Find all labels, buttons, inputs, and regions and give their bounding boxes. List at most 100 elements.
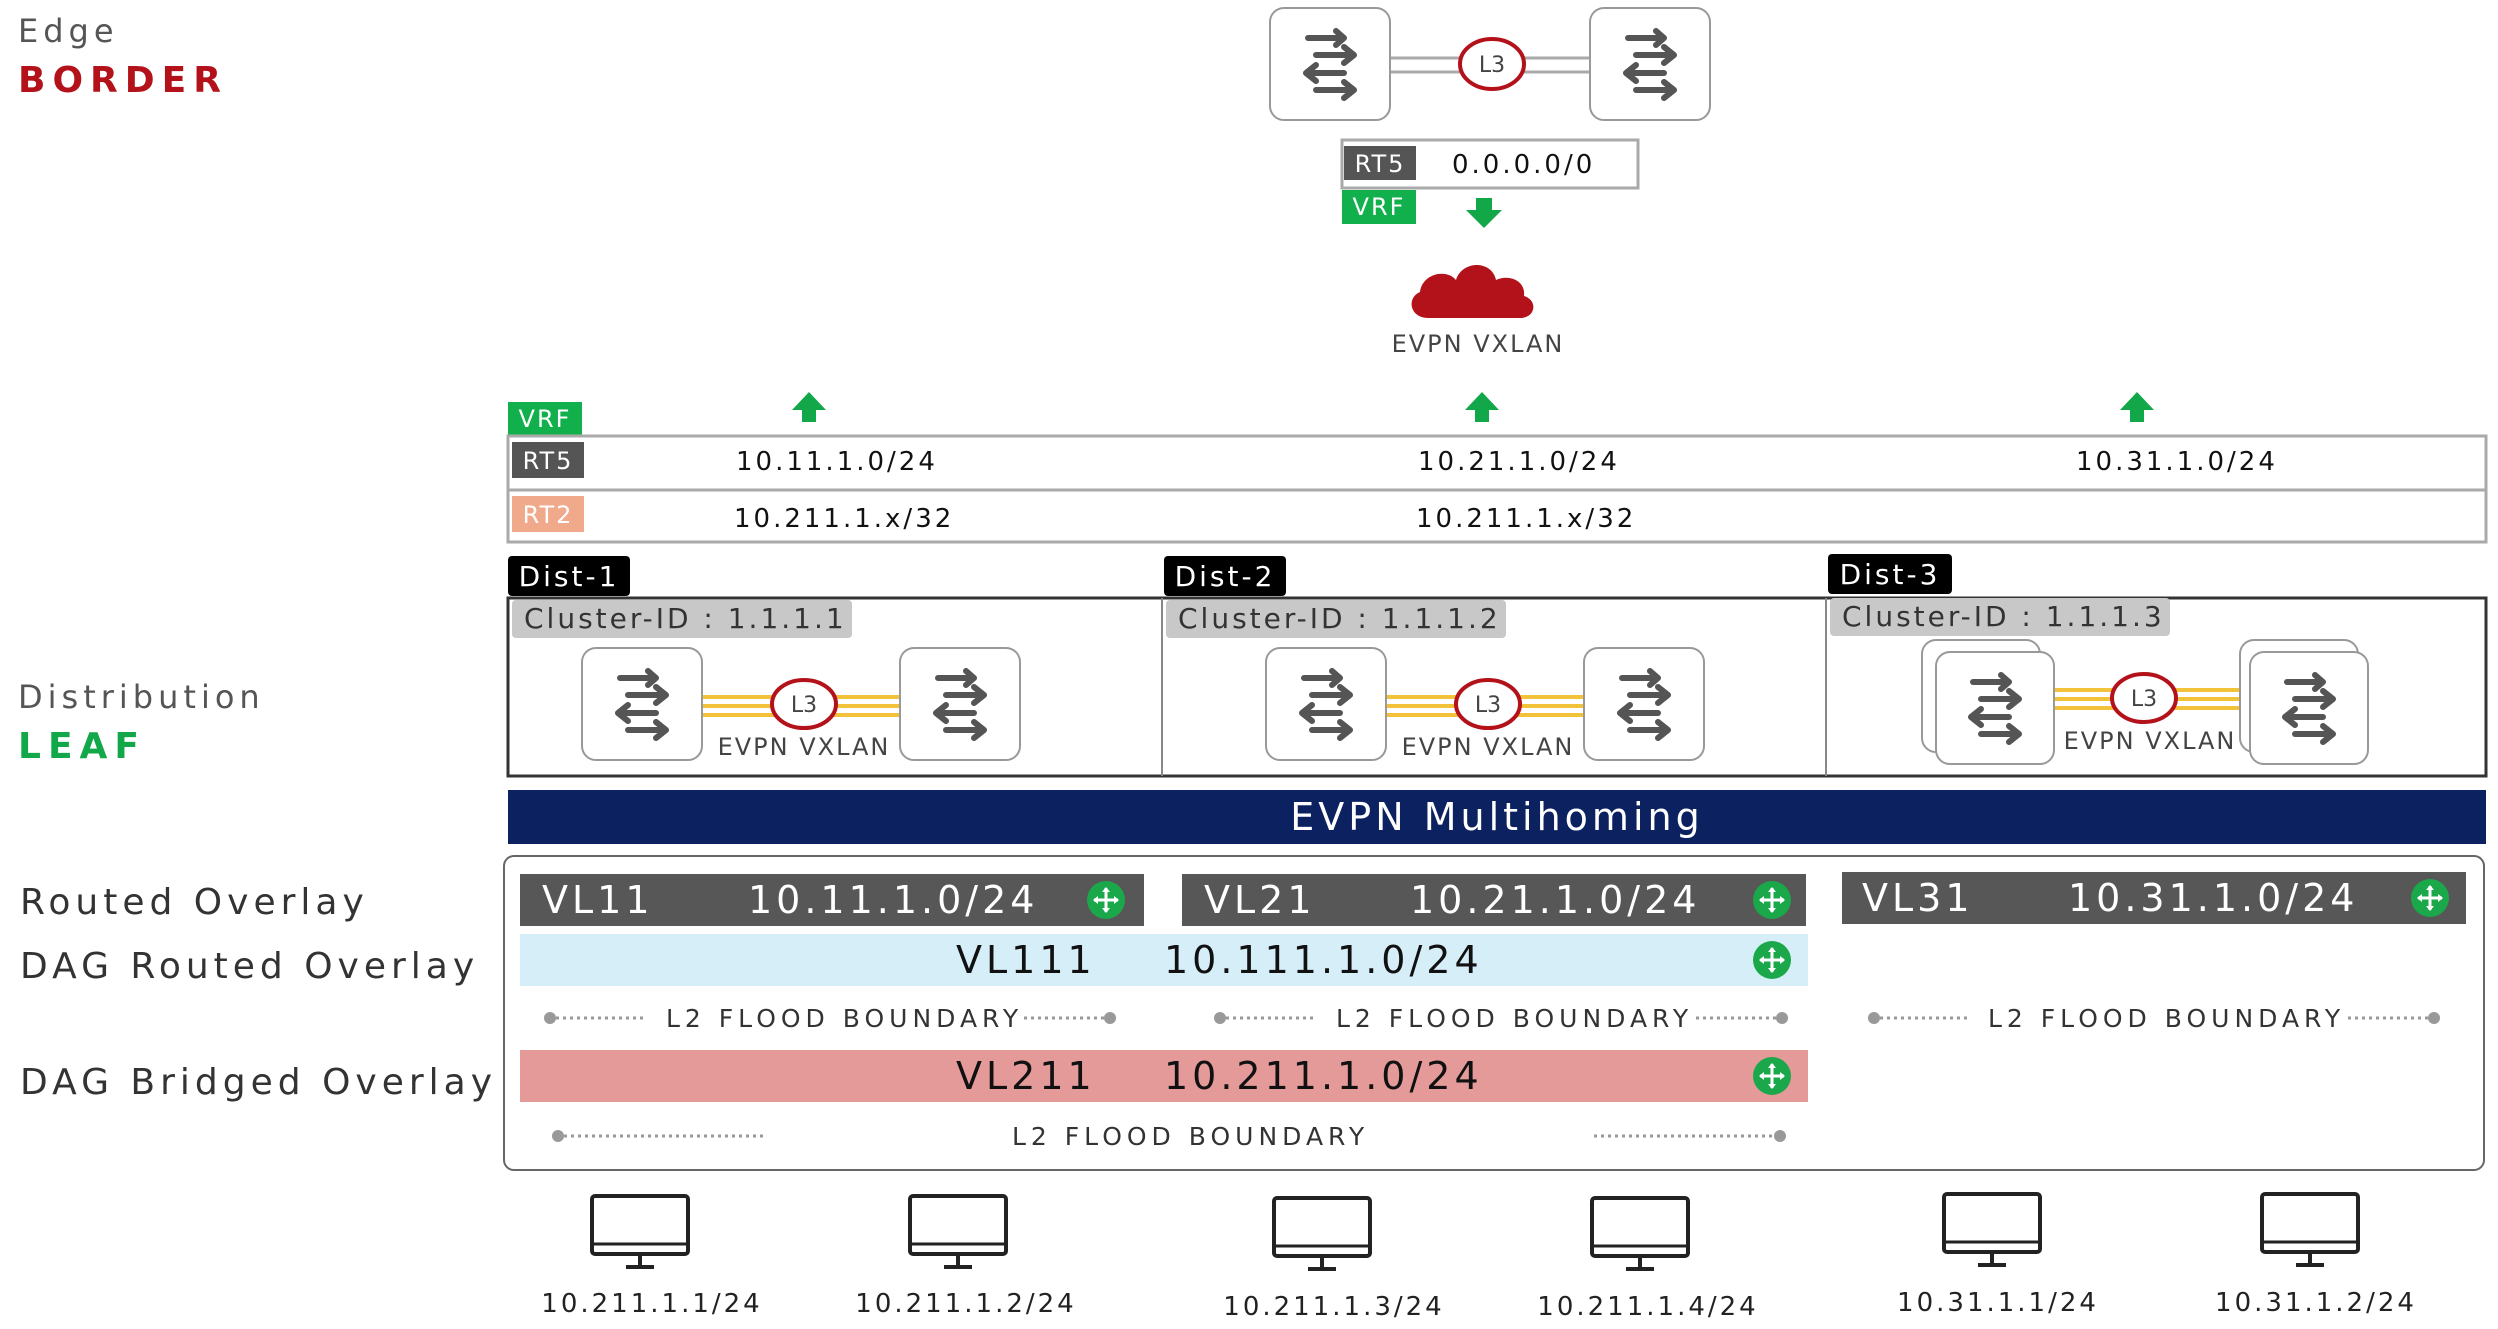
switch-icon [1589, 7, 1711, 121]
multihoming-bar [508, 790, 2486, 844]
rt5-tag-label: RT5 [523, 447, 574, 475]
cluster-id: Cluster-ID : 1.1.1.3 [1842, 600, 2165, 633]
router-icon [2110, 672, 2178, 724]
vl111-bar: VL111 10.111.1.0/24 [520, 934, 1808, 986]
dag-bridged-overlay-label: DAG Bridged Overlay [20, 1062, 497, 1103]
switch-icon [1265, 647, 1387, 761]
host-6: 10.31.1.2/24 [2215, 1192, 2417, 1318]
vl11-bar: VL11 10.11.1.0/24 [520, 874, 1144, 926]
border-label: BORDER [18, 60, 228, 101]
flood-label: L2 FLOOD BOUNDARY [1336, 1004, 1693, 1033]
dist-3-cluster: Dist-3 Cluster-ID : 1.1.1.3 L3 EVPN VXLA… [1828, 554, 2369, 765]
dist-1-cluster: Dist-1 Cluster-ID : 1.1.1.1 L3 EVPN VXLA… [508, 556, 1021, 761]
vl-name: VL21 [1204, 878, 1316, 922]
dist-name: Dist-2 [1175, 560, 1276, 593]
rt2-tag [512, 496, 584, 532]
rt5-prefix: 10.21.1.0/24 [1418, 447, 1620, 477]
monitor-icon [590, 1194, 690, 1269]
host-5: 10.31.1.1/24 [1897, 1192, 2099, 1318]
host-ip: 10.211.1.3/24 [1223, 1292, 1444, 1322]
host-3: 10.211.1.3/24 [1223, 1196, 1444, 1322]
rt5-tag [1344, 146, 1416, 180]
monitor-icon [1942, 1192, 2042, 1267]
monitor-icon [908, 1194, 1008, 1269]
rt2-prefix: 10.211.1.x/32 [1416, 504, 1636, 534]
vrf-tag-border-label: VRF [1353, 193, 1406, 221]
vl21-bar: VL21 10.21.1.0/24 [1182, 874, 1806, 926]
flood-label: L2 FLOOD BOUNDARY [1988, 1004, 2345, 1033]
border-l3-label: L3 [1479, 53, 1505, 78]
vl-subnet: 10.21.1.0/24 [1410, 878, 1700, 922]
switch-icon [581, 647, 703, 761]
switch-icon [1935, 651, 2055, 765]
flood-boundary-2: L2 FLOOD BOUNDARY [1214, 1004, 1788, 1033]
rt5-tag [512, 442, 584, 478]
switch-icon [2249, 651, 2369, 765]
anycast-gateway-icon [1085, 879, 1127, 921]
flood-boundary-1: L2 FLOOD BOUNDARY [544, 1004, 1116, 1033]
router-icon [1454, 678, 1522, 730]
routed-overlay-label: Routed Overlay [20, 882, 369, 923]
flood-label: L2 FLOOD BOUNDARY [666, 1004, 1023, 1033]
host-ip: 10.31.1.1/24 [1897, 1288, 2099, 1318]
vl-name: VL31 [1862, 876, 1974, 920]
switch-icon [1583, 647, 1705, 761]
l3-label: L3 [2131, 687, 2157, 712]
rt2-tag-label: RT2 [523, 501, 574, 529]
vrf-tag-label: VRF [519, 405, 572, 433]
fabric-label: EVPN VXLAN [2064, 727, 2237, 755]
dag-routed-overlay-label: DAG Routed Overlay [20, 946, 479, 987]
anycast-gateway-icon [1751, 939, 1793, 981]
vl-subnet: 10.211.1.0/24 [1164, 1054, 1483, 1098]
vrf-tag [508, 402, 582, 436]
arrow-up-icon [792, 392, 826, 422]
host-2: 10.211.1.2/24 [855, 1194, 1076, 1319]
vl-name: VL111 [956, 938, 1096, 982]
anycast-gateway-icon [2409, 877, 2451, 919]
distribution-label: Distribution [18, 678, 265, 716]
switch-icon [1269, 7, 1391, 121]
cloud-icon [1411, 265, 1534, 318]
fabric-label: EVPN VXLAN [1402, 733, 1575, 761]
arrow-up-icon [2120, 392, 2154, 422]
anycast-gateway-icon [1751, 879, 1793, 921]
dist-name: Dist-1 [519, 560, 620, 593]
router-icon [1458, 37, 1526, 91]
l3-label: L3 [1475, 693, 1501, 718]
rt5-tag-label: RT5 [1355, 150, 1406, 178]
rt5-prefix: 10.11.1.0/24 [736, 447, 938, 477]
dist-2-cluster: Dist-2 Cluster-ID : 1.1.1.2 L3 EVPN VXLA… [1164, 556, 1705, 761]
fabric-label: EVPN VXLAN [718, 733, 891, 761]
dist-name: Dist-3 [1840, 558, 1941, 591]
vl211-bar: VL211 10.211.1.0/24 [520, 1050, 1808, 1102]
vl-subnet: 10.11.1.0/24 [748, 878, 1038, 922]
border-switch-pair: L3 [1269, 7, 1711, 121]
monitor-icon [2260, 1192, 2360, 1267]
cluster-id: Cluster-ID : 1.1.1.1 [524, 602, 847, 635]
rt5-default-prefix: 0.0.0.0/0 [1452, 150, 1595, 180]
rt2-prefix: 10.211.1.x/32 [734, 504, 954, 534]
host-4: 10.211.1.4/24 [1537, 1196, 1756, 1322]
cloud-label: EVPN VXLAN [1392, 330, 1565, 358]
rt5-prefix: 10.31.1.0/24 [2076, 447, 2278, 477]
vl31-bar: VL31 10.31.1.0/24 [1842, 872, 2466, 924]
host-ip: 10.211.1.2/24 [855, 1289, 1076, 1319]
switch-icon [899, 647, 1021, 761]
vl-name: VL211 [956, 1054, 1096, 1098]
cluster-id: Cluster-ID : 1.1.1.2 [1178, 602, 1501, 635]
flood-boundary-dag: L2 FLOOD BOUNDARY [552, 1122, 1786, 1151]
l3-label: L3 [791, 693, 817, 718]
vl-subnet: 10.31.1.0/24 [2068, 876, 2358, 920]
anycast-gateway-icon [1751, 1055, 1793, 1097]
leaf-label: LEAF [18, 726, 146, 767]
vl-name: VL11 [542, 878, 654, 922]
monitor-icon [1590, 1196, 1690, 1271]
host-1: 10.211.1.1/24 [541, 1194, 762, 1319]
flood-boundary-3: L2 FLOOD BOUNDARY [1868, 1004, 2440, 1033]
vrf-tag-border [1342, 190, 1416, 224]
monitor-icon [1272, 1196, 1372, 1271]
host-ip: 10.211.1.1/24 [541, 1289, 762, 1319]
vl-subnet: 10.111.1.0/24 [1164, 938, 1483, 982]
host-ip: 10.31.1.2/24 [2215, 1288, 2417, 1318]
